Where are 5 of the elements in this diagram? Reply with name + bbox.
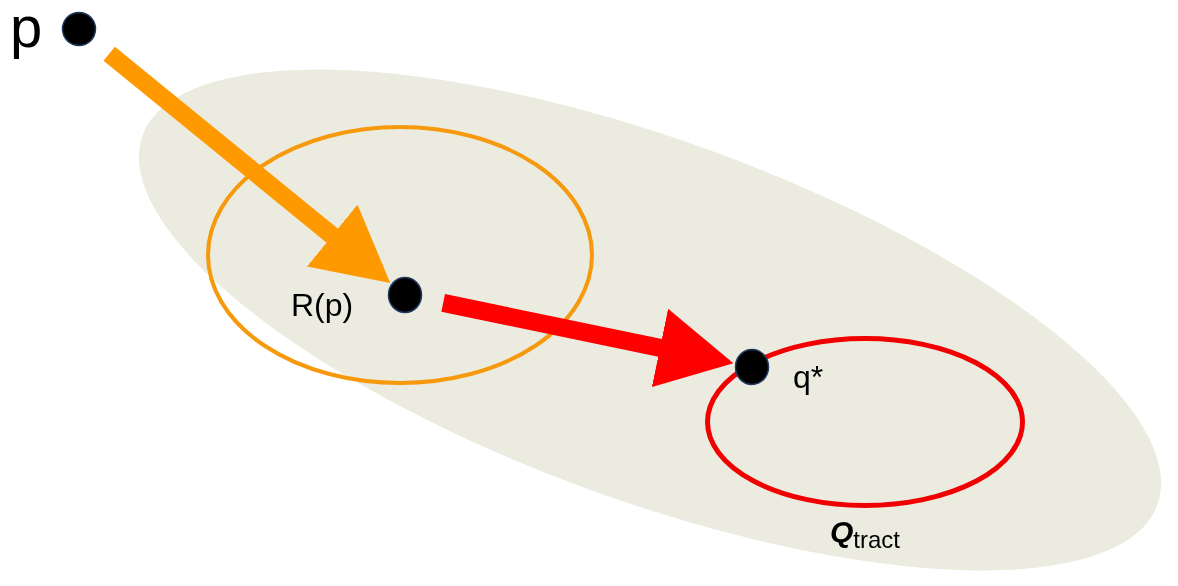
set-label: Q$_{tract}$ <box>830 517 901 552</box>
arrow <box>441 294 734 388</box>
point-label: R(p) <box>291 289 354 321</box>
point-label: q* <box>793 361 824 393</box>
arrow <box>103 46 391 283</box>
